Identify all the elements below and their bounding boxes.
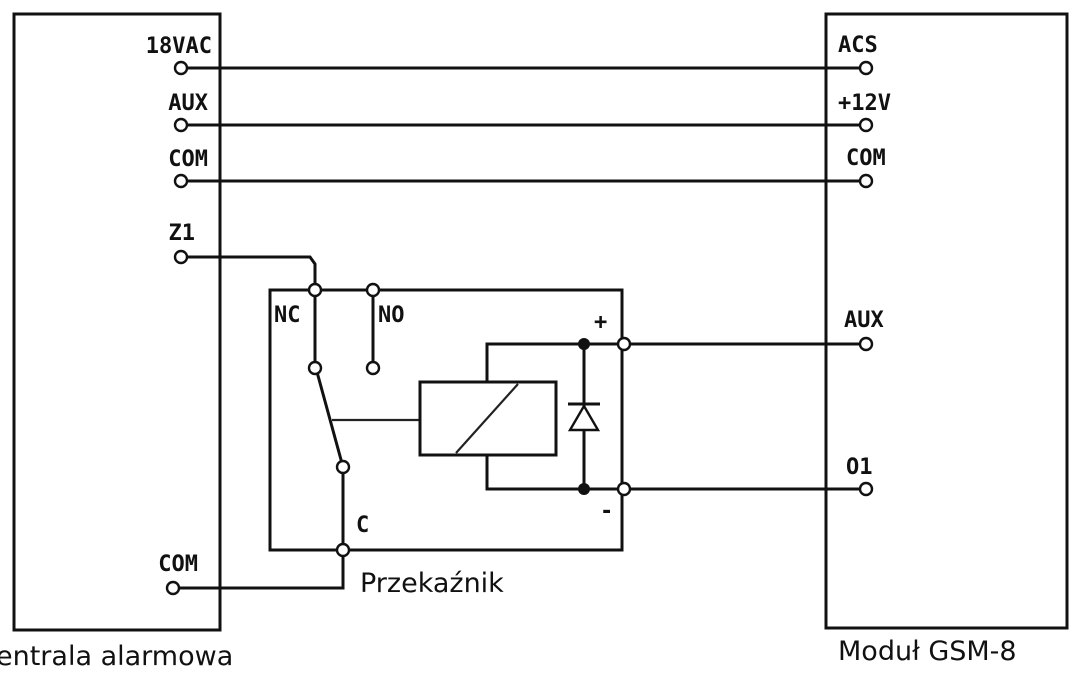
contact-no bbox=[365, 360, 381, 376]
alarm-panel-box bbox=[12, 12, 222, 632]
label-aux: AUX bbox=[168, 91, 208, 116]
terminal-module-com bbox=[858, 173, 874, 189]
label-no: NO bbox=[378, 303, 405, 328]
terminal-z1 bbox=[173, 249, 189, 265]
terminal-c bbox=[335, 542, 351, 558]
terminal-no bbox=[365, 282, 381, 298]
label-plus: + bbox=[594, 310, 607, 335]
terminal-module-aux bbox=[858, 336, 874, 352]
terminal-aux bbox=[173, 117, 189, 133]
terminal-o1 bbox=[858, 481, 874, 497]
terminal-acs bbox=[858, 60, 874, 76]
label-module-com: COM bbox=[846, 146, 886, 171]
diode-icon bbox=[567, 403, 601, 432]
panel-title: entrala alarmowa bbox=[0, 641, 233, 672]
relay-box bbox=[268, 288, 624, 552]
contact-nc bbox=[307, 360, 323, 376]
terminal-12v bbox=[858, 117, 874, 133]
terminal-nc bbox=[307, 282, 323, 298]
label-12v: +12V bbox=[838, 91, 891, 116]
label-com: COM bbox=[168, 147, 208, 172]
relay-coil-slash bbox=[455, 383, 519, 454]
gsm-module-box bbox=[824, 12, 1069, 630]
label-acs: ACS bbox=[838, 33, 878, 58]
wire-com2-c bbox=[178, 550, 345, 590]
contact-c bbox=[335, 459, 351, 475]
terminal-com2 bbox=[165, 580, 181, 596]
junction-dot-bottom bbox=[578, 483, 590, 495]
module-title: Moduł GSM-8 bbox=[838, 636, 1017, 667]
label-com2: COM bbox=[158, 552, 198, 577]
relay-title: Przekaźnik bbox=[360, 568, 504, 599]
terminal-com bbox=[173, 173, 189, 189]
label-c: C bbox=[356, 513, 369, 538]
terminal-plus bbox=[616, 336, 632, 352]
terminal-minus bbox=[616, 481, 632, 497]
junction-dot-top bbox=[578, 338, 590, 350]
label-minus: - bbox=[600, 499, 613, 524]
label-nc: NC bbox=[274, 303, 301, 328]
coil-top-lead bbox=[485, 342, 584, 382]
label-module-aux: AUX bbox=[844, 308, 884, 333]
label-18vac: 18VAC bbox=[146, 34, 212, 59]
label-o1: O1 bbox=[846, 455, 873, 480]
terminal-18vac bbox=[173, 60, 189, 76]
label-z1: Z1 bbox=[169, 221, 196, 246]
wire-z1-nc bbox=[186, 255, 317, 290]
relay-switch-lever bbox=[315, 371, 345, 468]
coil-bottom-lead bbox=[485, 455, 584, 491]
